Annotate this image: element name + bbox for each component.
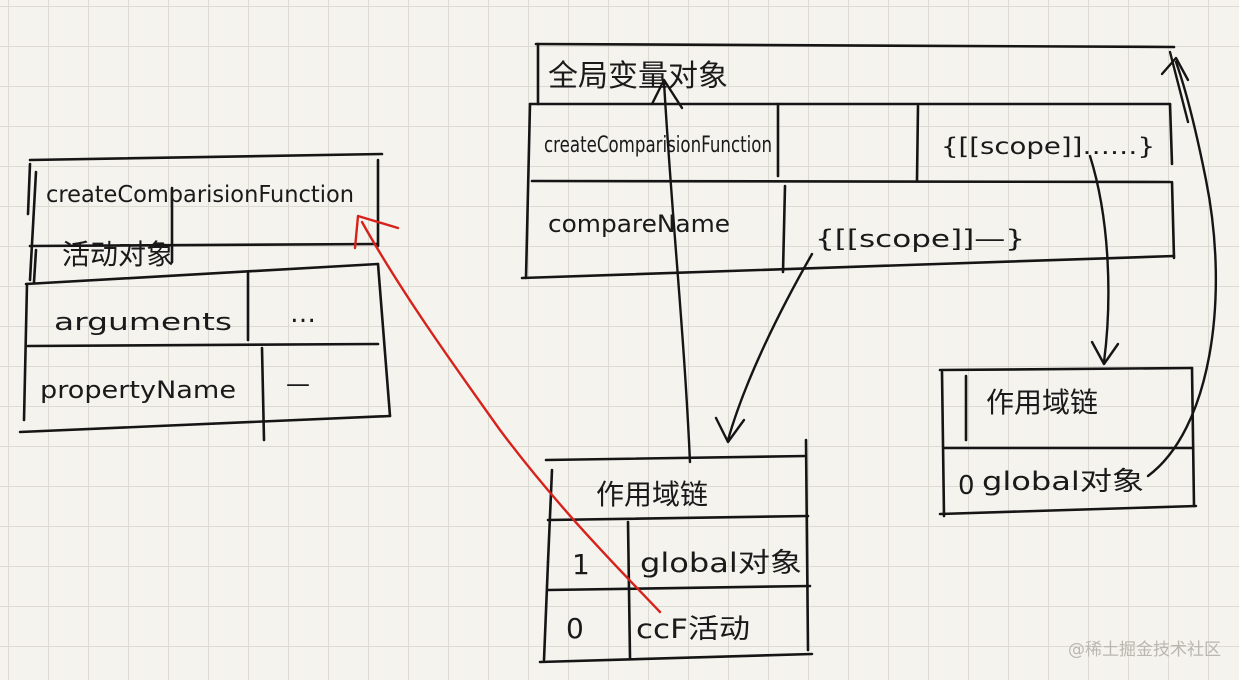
scope-chain-create-value-0: global对象 xyxy=(982,467,1144,497)
global-variable-object-box: 全局变量对象 createComparisionFunction {[[scop… xyxy=(520,42,1176,280)
scope-chain-compare-title: 作用域链 xyxy=(596,478,708,511)
arrow-create-value-to-scope-chain xyxy=(1088,154,1120,366)
scope-chain-compare-index-1: 1 xyxy=(572,548,590,581)
arrow-red-ccf-to-activation-object xyxy=(353,214,662,614)
scope-chain-create-title: 作用域链 xyxy=(986,386,1098,419)
global-object-title: 全局变量对象 xyxy=(548,59,728,94)
activation-object-header: createComparisionFunction xyxy=(46,182,354,208)
arrow-global-ref-to-global-object xyxy=(1146,50,1218,478)
activation-row-property-value: — xyxy=(286,370,310,398)
global-row-create-value: {[[scope]]……} xyxy=(941,134,1155,160)
scope-chain-compare-index-0: 0 xyxy=(566,612,584,645)
activation-row-arguments-value: … xyxy=(290,299,316,329)
scope-chain-compare-box: 作用域链 1 global对象 0 ccF活动 xyxy=(538,438,814,664)
global-row-compare-name: compareName xyxy=(548,210,730,238)
watermark: @稀土掘金技术社区 xyxy=(1068,640,1221,660)
global-row-create-name: createComparisionFunction xyxy=(544,133,772,158)
activation-object-title: 活动对象 xyxy=(62,238,174,271)
scope-chain-compare-value-0: ccF活动 xyxy=(636,614,750,645)
activation-row-arguments-name: arguments xyxy=(54,308,232,336)
scope-chain-create-index-0: 0 xyxy=(958,471,975,501)
activation-object-box: createComparisionFunction 活动对象 arguments… xyxy=(18,152,392,442)
scope-chain-compare-value-1: global对象 xyxy=(640,548,802,579)
activation-row-property-name: propertyName xyxy=(40,376,236,404)
arrow-scope-chain-to-global-object xyxy=(650,78,692,464)
arrow-compare-value-to-scope-chain xyxy=(714,252,814,444)
scope-chain-create-box: 作用域链 0 global对象 xyxy=(938,366,1198,518)
global-row-compare-value: {[[scope]]—} xyxy=(815,225,1025,253)
